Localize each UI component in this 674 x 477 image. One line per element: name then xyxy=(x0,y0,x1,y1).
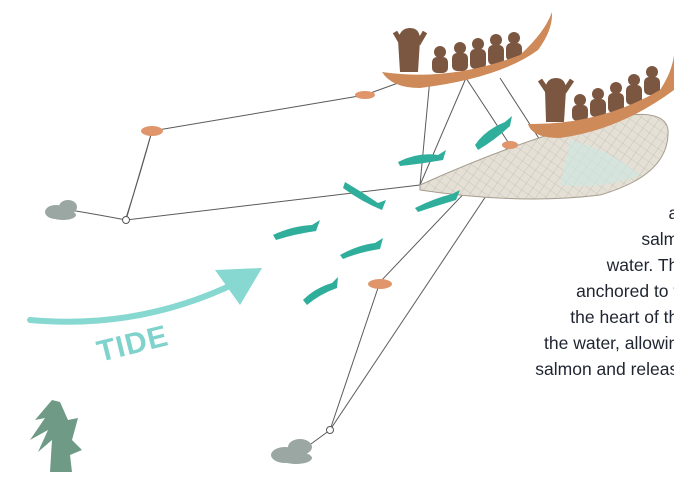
caption-line: anchored to th xyxy=(358,278,674,304)
tree-icon xyxy=(30,400,82,472)
caption-text: an salmo water. The anchored to th the h… xyxy=(358,200,674,382)
salmon-icon xyxy=(303,277,338,305)
caption-line: water. The xyxy=(358,252,674,278)
caption-line: the heart of the xyxy=(358,304,674,330)
salmon-icon xyxy=(273,220,320,240)
paddlers-front xyxy=(540,66,660,122)
caption-line: salmo xyxy=(358,226,674,252)
anchor-rock-icon xyxy=(45,200,77,220)
caption-line: salmon and release xyxy=(358,356,674,382)
ring-icon xyxy=(327,427,334,434)
ring-icon xyxy=(123,217,130,224)
caption-line: the water, allowing xyxy=(358,330,674,356)
canoe-back xyxy=(382,12,552,88)
float-icon xyxy=(141,126,163,136)
tide-arrow xyxy=(30,282,238,322)
float-icon xyxy=(502,141,518,149)
caption-line: an xyxy=(358,200,674,226)
anchor-rock-icon xyxy=(271,439,312,464)
tide-label: TIDE xyxy=(94,319,172,369)
float-icon xyxy=(355,91,375,99)
